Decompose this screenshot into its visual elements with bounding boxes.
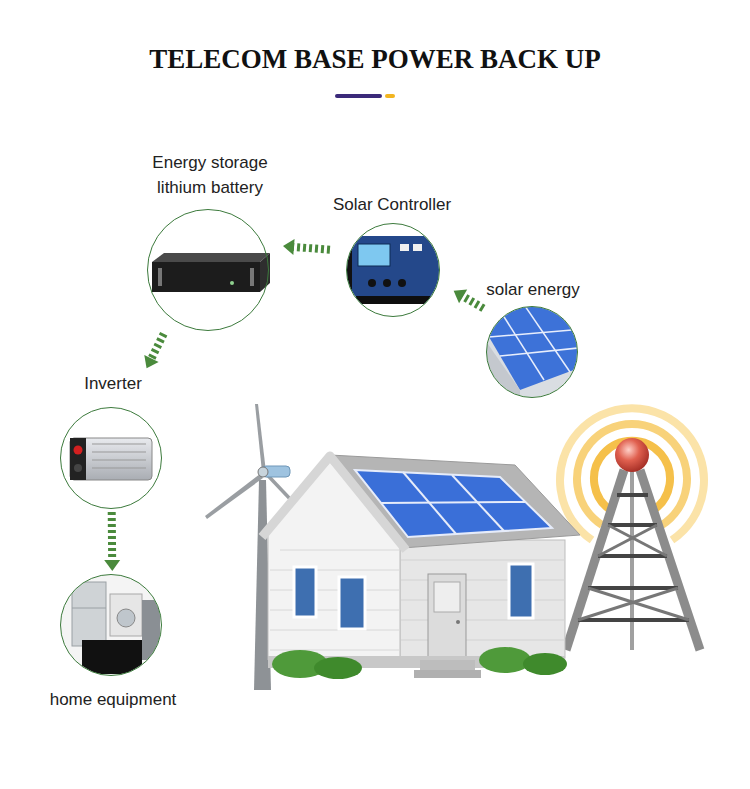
inverter-icon (70, 438, 152, 480)
title-decoration (337, 96, 393, 97)
circle-outline (147, 209, 269, 331)
node-label: home equipment (50, 687, 177, 712)
circle-outline (60, 407, 162, 509)
circle-outline (346, 223, 440, 317)
circle-node: Solar Controller (333, 192, 451, 317)
circle-node: Energy storage lithium battery (140, 150, 280, 331)
node-label: Energy storage lithium battery (140, 150, 280, 200)
arrow-head (144, 355, 158, 368)
arrow-shaft (292, 247, 330, 250)
circle-node: Inverter (60, 371, 162, 509)
circle-node: solar energy (486, 277, 580, 398)
node-label: Solar Controller (333, 192, 451, 217)
diagram-title: TELECOM BASE POWER BACK UP (0, 44, 750, 75)
node-label: solar energy (486, 277, 580, 302)
flow-arrow (104, 512, 120, 571)
arrow-shaft (108, 512, 116, 562)
arrow-shaft (461, 295, 483, 308)
solar-panel-icon (478, 300, 600, 400)
arrow-head (454, 290, 468, 304)
circle-node: home equipment (50, 574, 177, 712)
flow-arrow (144, 334, 163, 369)
arrow-shaft (151, 334, 164, 361)
flow-arrow (283, 239, 330, 255)
telecom-tower (560, 408, 704, 650)
battery-icon (152, 253, 270, 292)
arrow-head (283, 239, 295, 255)
appliances-icon (60, 574, 162, 676)
house (262, 455, 580, 679)
circle-outline (60, 574, 162, 676)
circle-outline (486, 306, 578, 398)
node-label: Inverter (84, 371, 142, 396)
flow-arrow (454, 290, 484, 309)
arrow-head (104, 560, 120, 571)
controller-icon (344, 236, 440, 304)
